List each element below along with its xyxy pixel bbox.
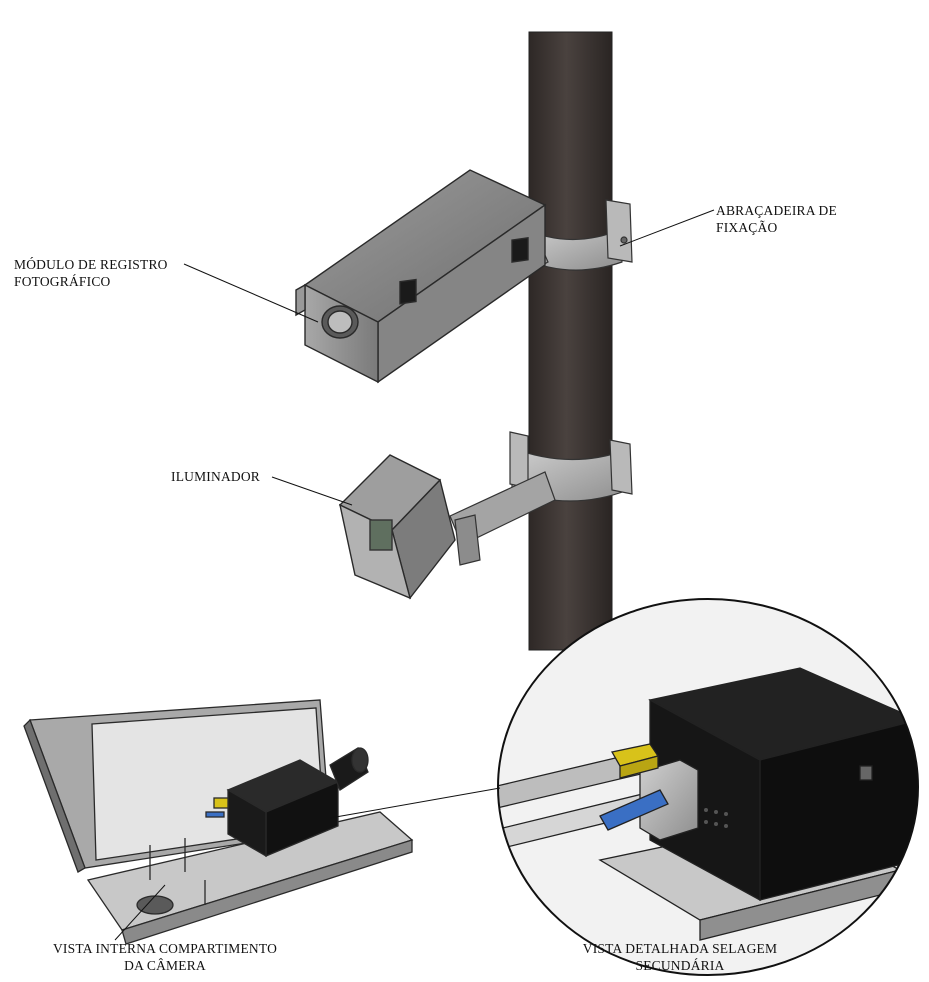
camera-housing	[295, 169, 547, 384]
label-vista-detalhada-line2: SECUNDÁRIA	[635, 958, 725, 973]
label-iluminador: ILUMINADOR	[171, 469, 260, 484]
label-abracadeira: ABRAÇADEIRA DE FIXAÇÃO	[716, 202, 837, 236]
label-vista-detalhada-line1: VISTA DETALHADA SELAGEM	[582, 941, 778, 956]
label-abracadeira-line1: ABRAÇADEIRA DE	[716, 203, 837, 218]
lower-clamp	[509, 431, 633, 502]
label-abracadeira-line2: FIXAÇÃO	[716, 220, 778, 235]
label-modulo-line1: MÓDULO DE REGISTRO	[14, 257, 168, 272]
label-modulo-line2: FOTOGRÁFICO	[14, 274, 111, 289]
label-modulo-registro: MÓDULO DE REGISTRO FOTOGRÁFICO	[14, 256, 168, 290]
label-vista-interna: VISTA INTERNA COMPARTIMENTO DA CÂMERA	[30, 940, 300, 974]
illuminator-arm	[449, 471, 556, 566]
label-vista-interna-line2: DA CÂMERA	[124, 958, 206, 973]
detail-seal-view	[497, 598, 919, 976]
internal-compartment-view	[23, 699, 414, 945]
label-vista-detalhada: VISTA DETALHADA SELAGEM SECUNDÁRIA	[570, 940, 790, 974]
leader-lines-bottom	[114, 787, 501, 941]
leader-lines-top	[183, 209, 715, 506]
pole	[528, 31, 613, 651]
label-vista-interna-line1: VISTA INTERNA COMPARTIMENTO	[52, 941, 278, 956]
illuminator-box	[338, 454, 456, 600]
